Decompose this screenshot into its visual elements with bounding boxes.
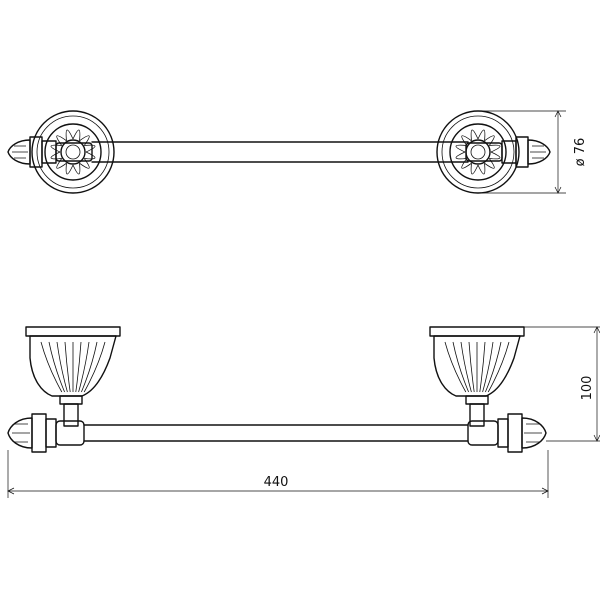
rosette-petal bbox=[455, 144, 467, 153]
cup-flute bbox=[479, 341, 486, 393]
cup-flute bbox=[48, 341, 65, 393]
cup-flute bbox=[452, 341, 469, 393]
rosette-petal bbox=[470, 163, 479, 175]
front-view: 100 440 bbox=[7, 326, 600, 498]
height-label: 100 bbox=[580, 376, 595, 401]
rosette-petal bbox=[84, 151, 96, 160]
cup-flute bbox=[485, 341, 502, 393]
right-cup-flutes bbox=[444, 341, 510, 393]
left-rosette-top bbox=[31, 110, 115, 194]
rosette-petal bbox=[455, 151, 467, 160]
left-rosette-petals bbox=[50, 129, 96, 175]
cup-flute bbox=[487, 341, 510, 393]
rosette-petal bbox=[79, 135, 90, 146]
top-view: ø 76 bbox=[7, 110, 588, 194]
rosette-petal bbox=[489, 151, 501, 160]
height-dimension: 100 bbox=[524, 326, 600, 442]
cup-flute bbox=[64, 341, 71, 393]
front-bar bbox=[83, 424, 469, 442]
rosette-petal bbox=[79, 158, 90, 169]
rosette-petal bbox=[470, 129, 479, 141]
top-bar bbox=[91, 141, 469, 163]
cup-flute bbox=[482, 341, 494, 393]
rosette-petal bbox=[56, 135, 67, 146]
right-wall-cup bbox=[429, 326, 525, 427]
right-rosette-top bbox=[436, 110, 520, 194]
width-label: 440 bbox=[264, 475, 289, 490]
left-finial-front bbox=[7, 413, 85, 453]
cup-flute bbox=[78, 341, 90, 393]
cup-flute bbox=[444, 341, 467, 393]
rosette-petal bbox=[72, 129, 81, 141]
rosette-petal bbox=[461, 135, 472, 146]
cup-flute bbox=[460, 341, 472, 393]
rosette-petal bbox=[489, 144, 501, 153]
rosette-petal bbox=[484, 135, 495, 146]
width-dimension: 440 bbox=[7, 450, 549, 498]
right-finial-front bbox=[467, 413, 547, 453]
rosette-petal bbox=[65, 129, 74, 141]
diameter-dimension: ø 76 bbox=[478, 110, 588, 194]
cup-flute bbox=[83, 341, 106, 393]
diameter-label: ø 76 bbox=[573, 138, 588, 167]
cup-flute bbox=[468, 341, 475, 393]
right-rosette-petals bbox=[455, 129, 501, 175]
rosette-petal bbox=[477, 163, 486, 175]
cup-flute bbox=[40, 341, 63, 393]
rosette-petal bbox=[50, 151, 62, 160]
left-finial-top bbox=[7, 136, 93, 168]
cup-flute bbox=[75, 341, 82, 393]
left-cup-flutes bbox=[40, 341, 106, 393]
left-wall-cup bbox=[25, 326, 121, 427]
cup-flute bbox=[56, 341, 68, 393]
rosette-petal bbox=[50, 144, 62, 153]
rosette-petal bbox=[56, 158, 67, 169]
rosette-petal bbox=[84, 144, 96, 153]
rosette-petal bbox=[484, 158, 495, 169]
right-finial-top bbox=[465, 136, 551, 168]
rosette-petal bbox=[461, 158, 472, 169]
rosette-petal bbox=[72, 163, 81, 175]
rosette-petal bbox=[477, 129, 486, 141]
rosette-petal bbox=[65, 163, 74, 175]
cup-flute bbox=[81, 341, 98, 393]
